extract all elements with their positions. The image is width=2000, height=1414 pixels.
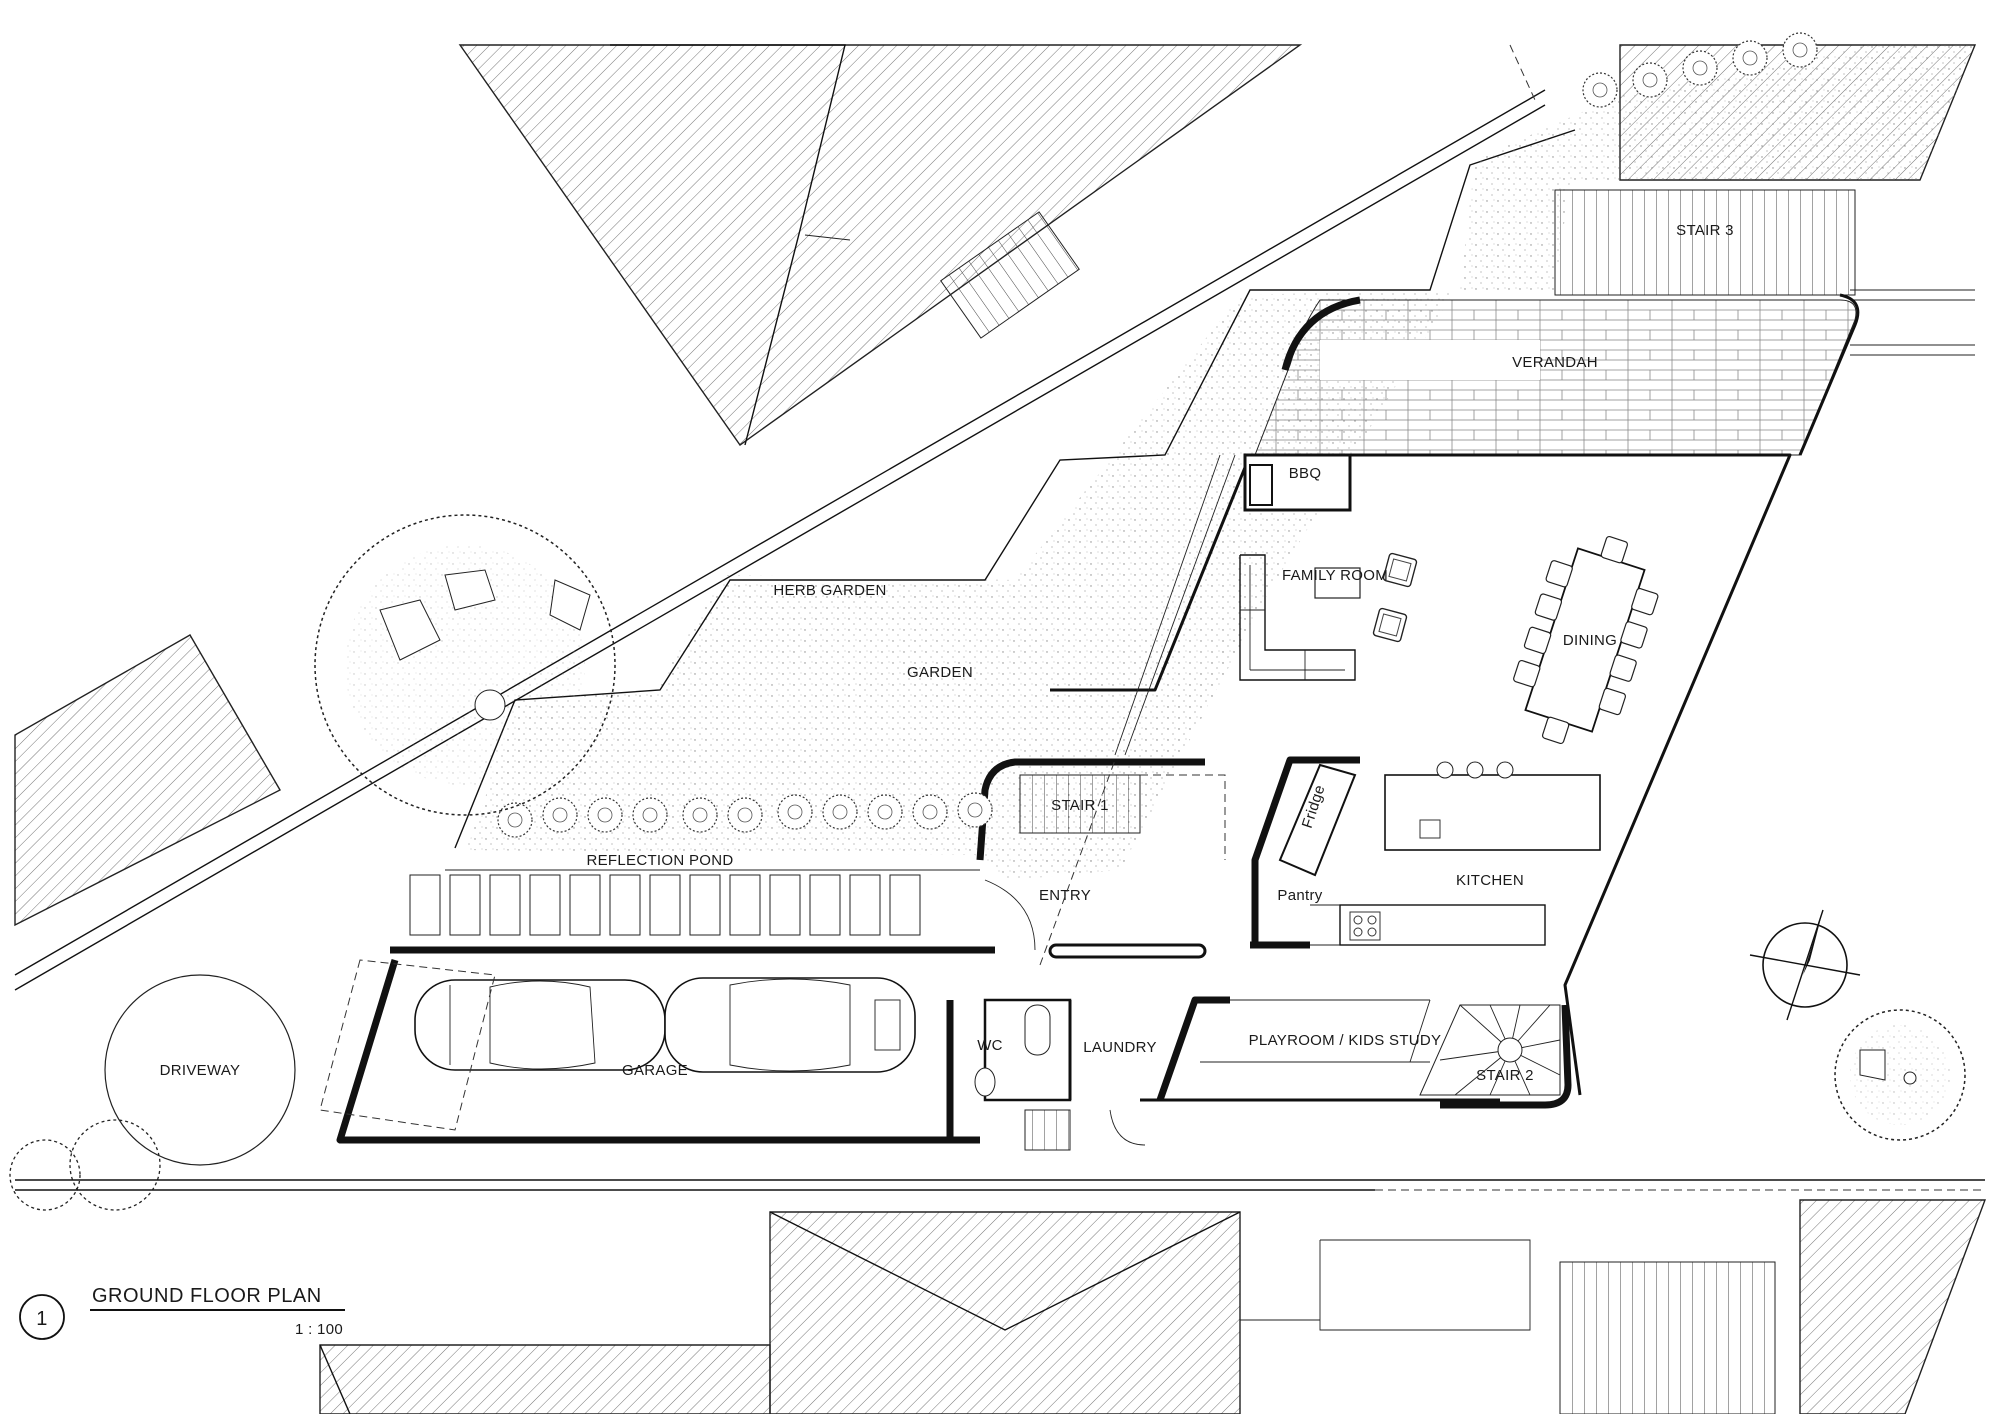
bbq-label: BBQ xyxy=(1289,465,1322,482)
stair-2-label: STAIR 2 xyxy=(1476,1067,1534,1084)
playroom-label: PLAYROOM / KIDS STUDY xyxy=(1249,1032,1442,1049)
stair-1: STAIR 1 xyxy=(976,758,1226,861)
laundry-label: LAUNDRY xyxy=(1083,1039,1157,1056)
entry-label: ENTRY xyxy=(1039,887,1091,904)
tree-icon xyxy=(9,1119,161,1211)
drawing-scale: 1 : 100 xyxy=(295,1321,343,1338)
reflection-pond: REFLECTION POND xyxy=(409,852,980,936)
pantry-label: Pantry xyxy=(1277,887,1322,904)
stair-1-label: STAIR 1 xyxy=(1051,797,1109,814)
playroom: PLAYROOM / KIDS STUDY xyxy=(1140,996,1500,1102)
family-room: FAMILY ROOM xyxy=(1239,552,1418,681)
dining-label: DINING xyxy=(1563,632,1617,649)
verandah-label: VERANDAH xyxy=(1512,354,1598,371)
entry: ENTRY xyxy=(984,759,1116,966)
wc-label: WC xyxy=(977,1037,1003,1054)
title-block: 1 GROUND FLOOR PLAN 1 : 100 xyxy=(19,1285,345,1340)
drawing-number: 1 xyxy=(36,1308,48,1330)
kitchen-label: KITCHEN xyxy=(1456,872,1524,889)
north-arrow-icon xyxy=(1749,909,1861,1021)
driveway: DRIVEWAY xyxy=(104,974,296,1166)
kitchen: Fridge KITCHEN Pantry xyxy=(1250,756,1601,949)
tree-icon xyxy=(1834,1009,1966,1141)
garden-label: GARDEN xyxy=(907,664,973,681)
car-icon xyxy=(414,979,666,1071)
herb-garden-label: HERB GARDEN xyxy=(773,582,886,599)
neighbour-building-north xyxy=(458,44,1303,446)
garage: GARAGE xyxy=(319,943,1207,1144)
car-icon xyxy=(664,977,916,1073)
stair-2: STAIR 2 xyxy=(1419,1004,1572,1109)
neighbour-building-west xyxy=(14,634,281,927)
garage-label: GARAGE xyxy=(622,1062,688,1079)
drawing-title: GROUND FLOOR PLAN xyxy=(92,1285,322,1307)
stair-3: STAIR 3 xyxy=(1554,189,1975,356)
house-walls: BBQ xyxy=(1050,453,1792,1096)
verandah: VERANDAH xyxy=(1254,293,1860,456)
family-room-label: FAMILY ROOM xyxy=(1282,567,1388,584)
site-boundary xyxy=(14,44,1985,1191)
tree-icon xyxy=(314,514,616,816)
reflection-pond-label: REFLECTION POND xyxy=(586,852,733,869)
neighbour-building-south xyxy=(319,1199,1987,1414)
driveway-label: DRIVEWAY xyxy=(160,1062,241,1079)
stair-3-label: STAIR 3 xyxy=(1676,222,1734,239)
wc-laundry: WC LAUNDRY xyxy=(974,998,1157,1151)
dining: DINING xyxy=(1512,535,1660,745)
